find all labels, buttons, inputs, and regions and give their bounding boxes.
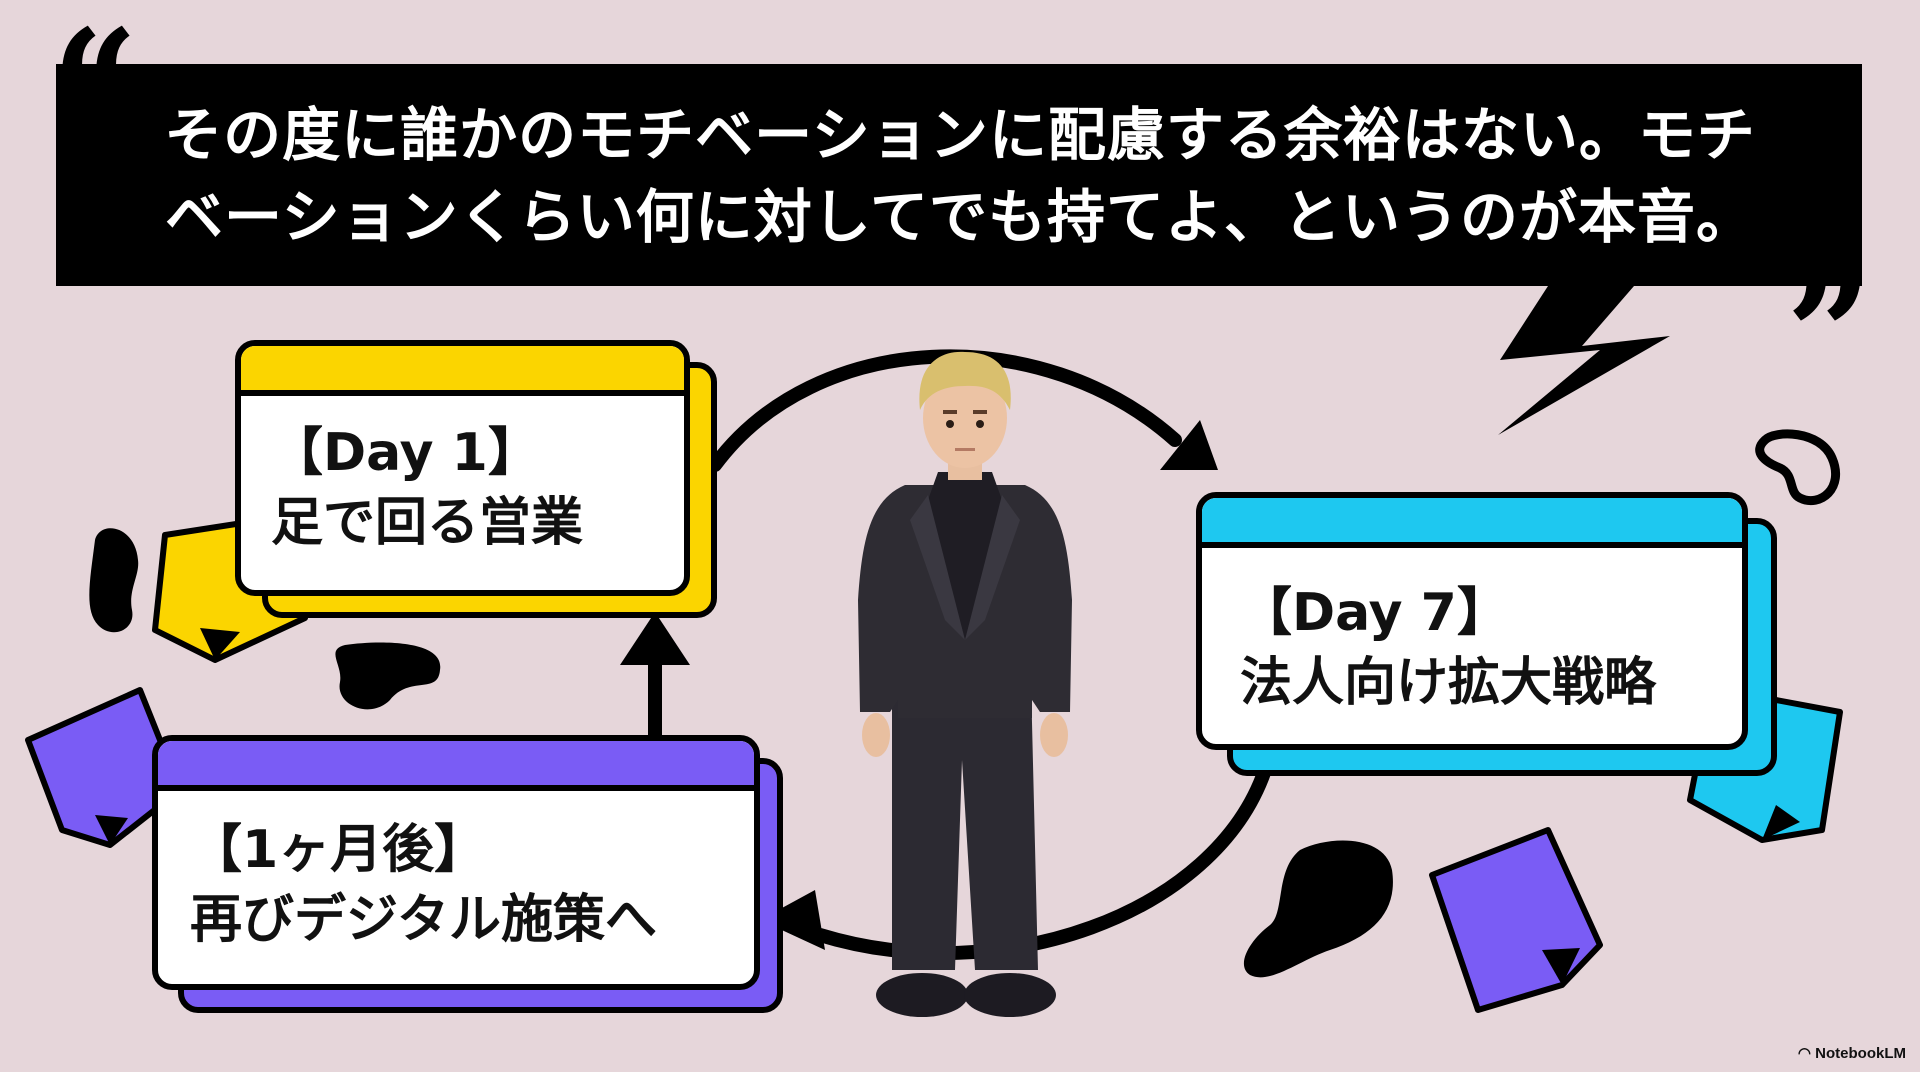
card-1month-subtitle: 再びデジタル施策へ bbox=[190, 890, 657, 950]
arrow-day7-to-1month bbox=[813, 763, 1272, 960]
card-day1-header bbox=[241, 346, 684, 396]
card-day7-header bbox=[1202, 498, 1742, 548]
bean-shape-mid bbox=[335, 642, 441, 710]
quote-line-2: ベーションくらい何に対してでも持てよ、というのが本音。 bbox=[164, 183, 1756, 251]
person-figure bbox=[858, 351, 1072, 1017]
watermark-text: NotebookLM bbox=[1815, 1045, 1906, 1062]
card-1month-title: 【1ヶ月後】 bbox=[190, 820, 487, 880]
arrow-head-day1 bbox=[620, 612, 690, 665]
arrow-head-1month bbox=[760, 890, 825, 950]
card-day1-subtitle: 足で回る営業 bbox=[271, 493, 584, 553]
sticky-note-purple-right bbox=[1429, 827, 1603, 1013]
card-day7-text: 【Day 7】 法人向け拡大戦略 bbox=[1240, 578, 1656, 718]
close-quote-mark: ” bbox=[1786, 247, 1873, 423]
quote-text: その度に誰かのモチベーションに配慮する余裕はない。モチ ベーションくらい何に対し… bbox=[100, 94, 1820, 258]
card-day1: 【Day 1】 足で回る営業 bbox=[235, 340, 690, 596]
arrow-day1-to-day7 bbox=[708, 349, 1182, 472]
card-1month-header bbox=[158, 741, 754, 791]
quote-line-1: その度に誰かのモチベーションに配慮する余裕はない。モチ bbox=[164, 101, 1756, 169]
card-day7-subtitle: 法人向け拡大戦略 bbox=[1240, 653, 1657, 713]
bean-outline-top-right bbox=[1755, 429, 1841, 506]
card-1month: 【1ヶ月後】 再びデジタル施策へ bbox=[152, 735, 760, 990]
arrow-head-day7 bbox=[1160, 420, 1218, 470]
quote-box bbox=[56, 64, 1862, 286]
notebooklm-logo-icon: ◠ bbox=[1797, 1045, 1816, 1062]
card-day1-title: 【Day 1】 bbox=[271, 423, 540, 483]
bean-shape-left bbox=[89, 528, 139, 633]
card-day7: 【Day 7】 法人向け拡大戦略 bbox=[1196, 492, 1748, 750]
card-day7-title: 【Day 7】 bbox=[1240, 583, 1509, 643]
card-day1-text: 【Day 1】 足で回る営業 bbox=[271, 418, 583, 558]
bubble-tail bbox=[1498, 286, 1670, 435]
open-quote-mark: “ bbox=[52, 0, 139, 173]
card-1month-text: 【1ヶ月後】 再びデジタル施策へ bbox=[190, 815, 657, 955]
bean-shape-bottom-right bbox=[1243, 840, 1393, 978]
sticky-note-purple-left bbox=[25, 687, 183, 848]
notebooklm-watermark: ◠ NotebookLM bbox=[1798, 1044, 1906, 1062]
